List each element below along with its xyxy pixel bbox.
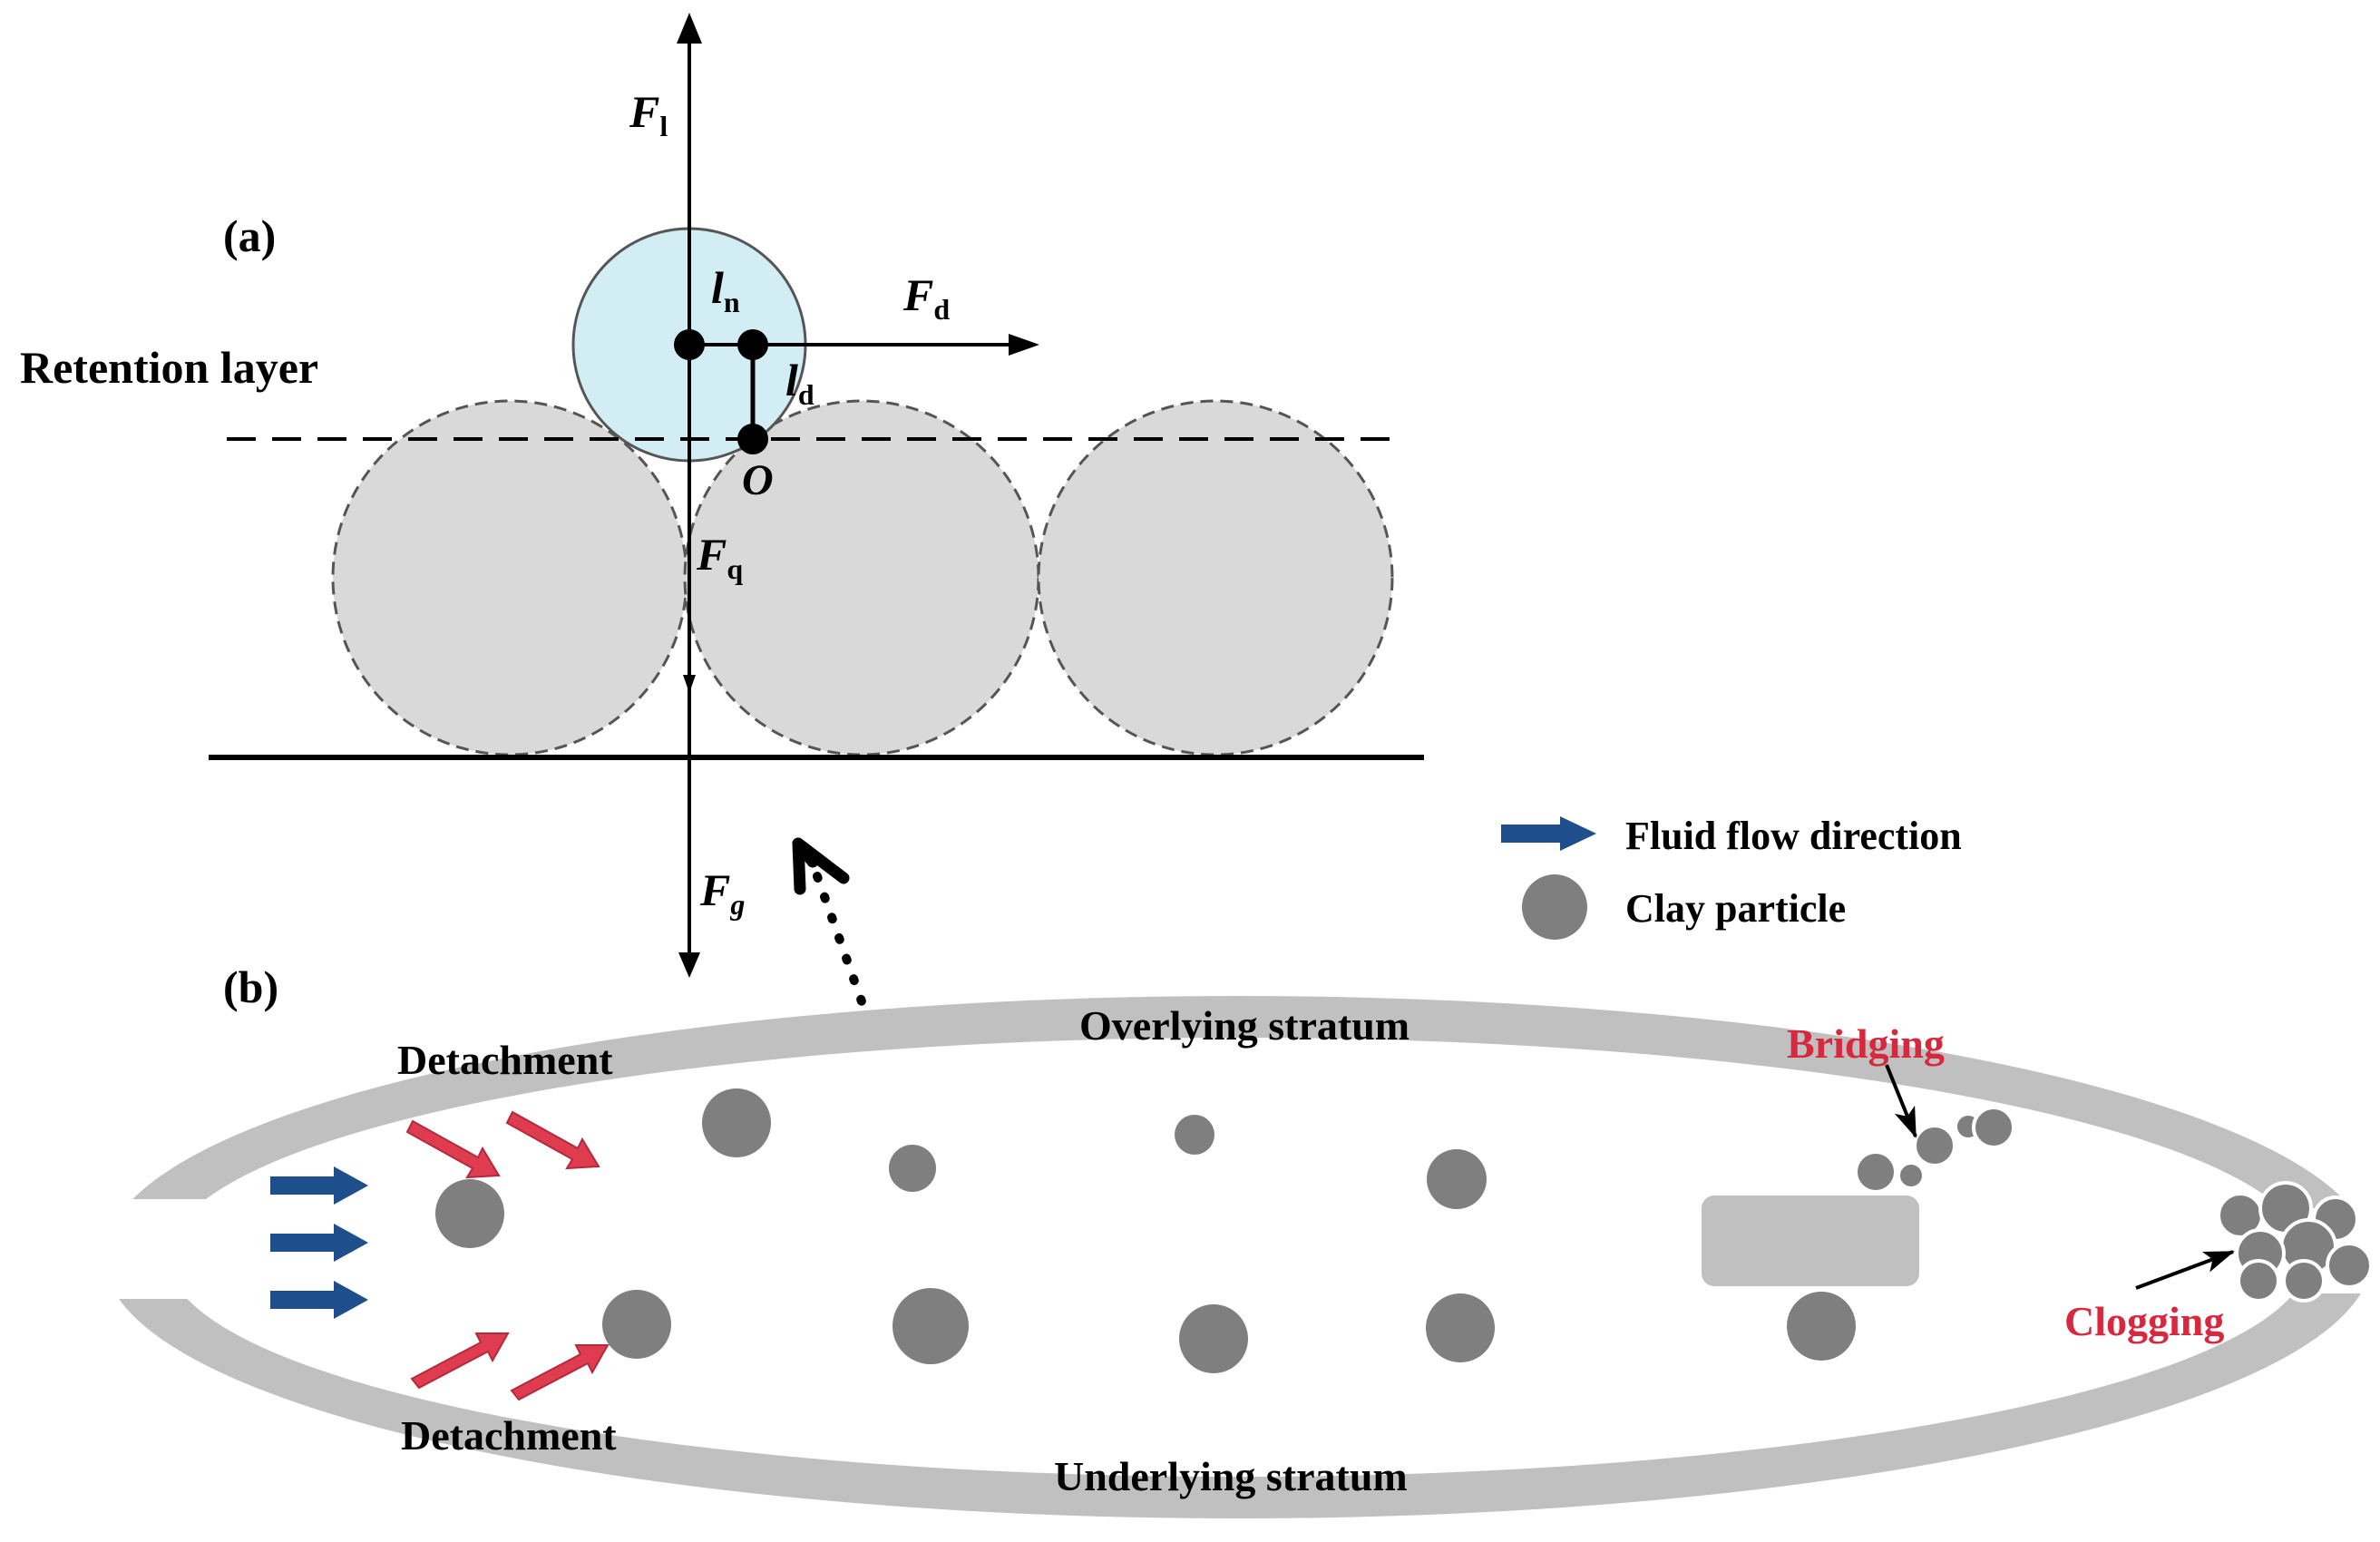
pivot-point <box>737 424 768 454</box>
gravity-arrowhead-icon <box>678 952 700 978</box>
clay-particle <box>702 1088 771 1157</box>
legend-particle-label: Clay particle <box>1625 886 1846 931</box>
underlying-stratum-label: Underlying stratum <box>1054 1453 1408 1499</box>
bridging-pointer <box>1885 1064 1917 1138</box>
clay-particle <box>602 1290 671 1359</box>
electrostatic-force-label: Fq <box>696 529 743 585</box>
legend: Fluid flow direction Clay particle <box>1501 814 1962 940</box>
panel-a-label: (a) <box>223 210 276 261</box>
flow-arrows <box>270 1166 368 1319</box>
grain-left <box>331 399 688 756</box>
panel-b-label: (b) <box>223 961 278 1012</box>
panel-b: (b) <box>91 961 2380 1518</box>
detachment-top-label: Detachment <box>397 1037 613 1083</box>
gravity-force-label: Fg <box>699 864 745 921</box>
legend-particle-icon <box>1522 874 1587 940</box>
lift-arrowhead-icon <box>677 13 702 44</box>
clay-particle <box>435 1179 504 1248</box>
pore-channel <box>91 996 2380 1518</box>
legend-flow-label: Fluid flow direction <box>1625 814 1962 858</box>
clay-particle <box>1426 1293 1495 1362</box>
pivot-label: O <box>742 456 774 504</box>
ln-point <box>737 329 768 360</box>
retention-layer-label: Retention layer <box>20 342 318 393</box>
grain-right <box>1037 399 1394 756</box>
drag-force-label: Fd <box>902 269 950 326</box>
detach-arrow-icon <box>505 1110 600 1170</box>
overlying-stratum-label: Overlying stratum <box>1079 1002 1409 1049</box>
pore-obstacle <box>1702 1196 1919 1286</box>
clay-particle <box>1787 1292 1856 1361</box>
flow-arrow-icon <box>270 1166 368 1205</box>
legend-flow-arrow-icon <box>1501 816 1596 851</box>
flow-arrow-icon <box>270 1224 368 1262</box>
center-point <box>674 329 705 360</box>
fq-arrowhead-icon <box>683 675 696 693</box>
detachment-arrows <box>405 1110 610 1401</box>
bridging-cluster <box>1854 1106 2015 1194</box>
detach-arrow-icon <box>510 1344 610 1401</box>
flow-arrow-icon <box>270 1281 368 1319</box>
clay-particle <box>892 1288 969 1364</box>
drag-lever-label: ld <box>785 355 814 411</box>
clay-particles <box>435 1088 1856 1373</box>
clay-particle <box>1175 1115 1214 1155</box>
panel-a: (a) Retention layer Fl Fd Fq Fg ln ld O <box>20 13 1424 978</box>
clay-particle <box>1179 1304 1248 1373</box>
bridging-label: Bridging <box>1787 1020 1945 1067</box>
clay-particle <box>1427 1149 1487 1209</box>
detach-arrow-icon <box>410 1332 510 1390</box>
detachment-bottom-label: Detachment <box>401 1412 617 1459</box>
normal-lever-label: ln <box>711 262 740 318</box>
clay-particle <box>889 1145 936 1192</box>
drag-arrowhead-icon <box>1009 334 1039 356</box>
clogging-pointer <box>2135 1250 2235 1290</box>
detach-arrow-icon <box>405 1119 501 1179</box>
clogging-label: Clogging <box>2064 1298 2224 1344</box>
lift-force-label: Fl <box>629 86 668 142</box>
zoom-link-arrow <box>792 837 917 1149</box>
clogging-cluster <box>2217 1181 2373 1303</box>
